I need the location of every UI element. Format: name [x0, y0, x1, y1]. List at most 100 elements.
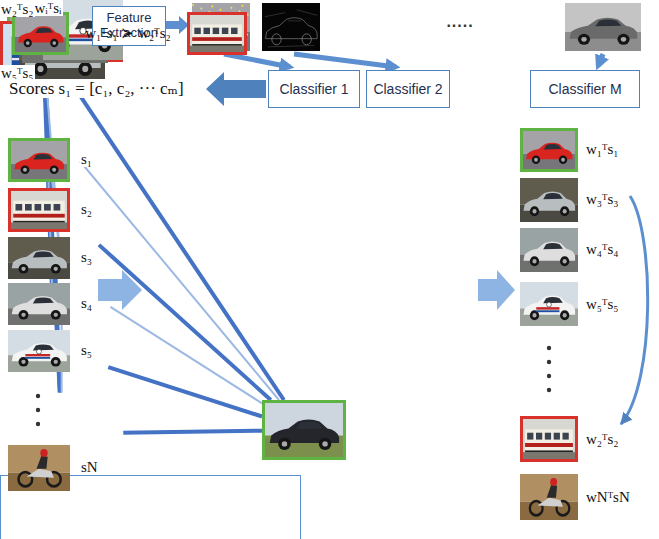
- flow-arrow: [224, 54, 290, 67]
- illustration-part: [23, 168, 27, 172]
- illustration-part: [550, 478, 557, 486]
- illustration-part: [543, 193, 563, 199]
- score-formula: Scores s₁ = [c₁, c₂, ··· cₘ]: [8, 79, 185, 98]
- illustration-part: [194, 28, 200, 34]
- illustration-part: [33, 344, 54, 350]
- comparison-text: w₁ᵀs₁ ≻ w₂ᵀs₂: [85, 25, 171, 41]
- illustration-part: [44, 204, 51, 211]
- label-wrap: s₄: [80, 295, 93, 312]
- graph-link: [110, 307, 262, 403]
- process-box: Classifier 2: [366, 70, 450, 108]
- illustration-part: [581, 37, 586, 42]
- ellipsis-dot: [547, 346, 551, 350]
- illustration-part: [13, 221, 65, 223]
- illustration-part: [563, 209, 567, 213]
- illustration-part: [560, 256, 569, 266]
- illustration-part: [282, 441, 287, 446]
- label-wrap: s₅: [80, 342, 93, 359]
- illustration-part: [554, 433, 560, 440]
- illustration-part: [54, 313, 58, 317]
- illustration-part: [547, 302, 552, 307]
- photo-thumbnail: [12, 12, 69, 55]
- illustration-part: [525, 443, 573, 447]
- illustration-part: [82, 65, 88, 71]
- illustration-part: [536, 307, 559, 310]
- illustration-part: [559, 155, 567, 164]
- illustration-part: [322, 441, 327, 446]
- illustration-part: [530, 206, 539, 216]
- label-wrap: w₄ᵀs₄: [585, 241, 620, 258]
- illustration-part: [536, 310, 559, 312]
- illustration-part: [13, 201, 65, 222]
- illustration-part: [26, 41, 30, 45]
- ellipsis: .....: [445, 13, 474, 30]
- illustration-part: [27, 469, 54, 478]
- illustration-part: [192, 4, 194, 6]
- photo-thumbnail: [8, 445, 70, 491]
- photo-thumbnail: [187, 12, 247, 55]
- ellipsis-dot: [36, 408, 40, 412]
- rank-label: wNᵀsN: [585, 489, 631, 505]
- illustration-part: [54, 360, 58, 364]
- process-box: Classifier 1: [268, 70, 360, 108]
- illustration-part: [204, 28, 210, 34]
- illustration-part: [24, 39, 32, 47]
- photo-thumbnail: [262, 3, 320, 51]
- illustration-part: [33, 297, 54, 303]
- illustration-part: [272, 34, 281, 45]
- node-label: w₂ᵀs₂: [0, 1, 35, 17]
- illustration-part: [200, 7, 202, 9]
- flow-arrow: [598, 54, 603, 66]
- illustration-part: [21, 360, 25, 364]
- illustration-part: [545, 433, 551, 440]
- label-wrap: .....: [445, 13, 474, 31]
- illustration-part: [222, 28, 228, 34]
- illustration-part: [35, 204, 42, 211]
- score-label: s₁: [80, 151, 93, 167]
- illustration-part: [102, 42, 108, 48]
- illustration-part: [532, 209, 536, 213]
- graph-link: [123, 431, 262, 433]
- illustration-part: [50, 165, 59, 174]
- illustration-part: [21, 267, 25, 271]
- illustration-part: [265, 10, 317, 47]
- illustration-part: [52, 168, 56, 172]
- big-arrow: [478, 270, 515, 310]
- ellipsis-dot: [547, 374, 551, 378]
- illustration-part: [231, 28, 237, 34]
- illustration-part: [79, 61, 93, 75]
- illustration-part: [530, 256, 539, 266]
- illustration-part: [34, 61, 48, 75]
- illustration-part: [319, 438, 331, 450]
- illustration-part: [543, 297, 563, 303]
- illustration-part: [219, 9, 221, 11]
- rank-label: w₄ᵀs₄: [585, 241, 620, 257]
- illustration-part: [520, 474, 578, 502]
- flow-arrow: [294, 54, 396, 67]
- illustration-part: [563, 259, 567, 263]
- illustration-part: [527, 433, 533, 440]
- photo-thumbnail: [565, 3, 641, 51]
- illustration-part: [536, 433, 542, 440]
- illustration-part: [40, 449, 47, 457]
- illustration-part: [21, 313, 25, 317]
- illustration-part: [523, 452, 575, 459]
- photo-thumbnail: [8, 138, 70, 182]
- illustration-part: [523, 419, 575, 459]
- photo-thumbnail: [8, 330, 70, 372]
- box-text: Classifier 2: [373, 81, 442, 97]
- illustration-part: [560, 310, 569, 320]
- illustration-part: [13, 214, 65, 218]
- illustration-part: [33, 154, 52, 159]
- illustration-part: [242, 5, 244, 7]
- illustration-part: [578, 34, 590, 45]
- photo-thumbnail: [520, 128, 578, 172]
- label-wrap: wNᵀsN: [585, 489, 631, 506]
- label-wrap: Scores s₁ = [c₁, c₂, ··· cₘ]: [8, 79, 185, 99]
- photo-thumbnail: [8, 237, 70, 279]
- illustration-part: [37, 349, 42, 354]
- illustration-part: [532, 259, 536, 263]
- illustration-part: [11, 191, 67, 229]
- photo-thumbnail: [520, 282, 578, 326]
